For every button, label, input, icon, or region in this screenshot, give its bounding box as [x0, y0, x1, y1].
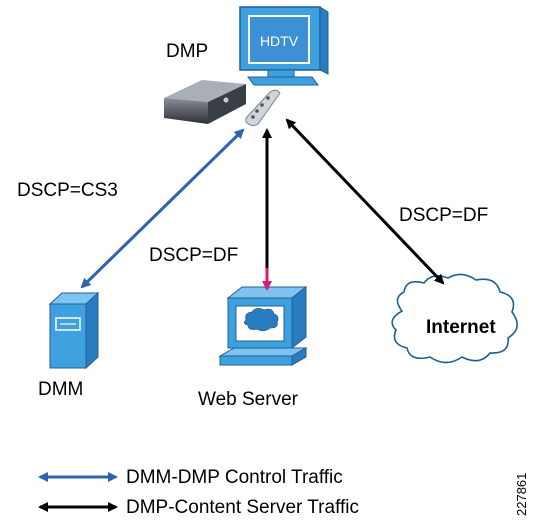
hdtv-label: HDTV — [260, 33, 299, 49]
dscp-df-web-label: DSCP=DF — [149, 245, 239, 266]
dmp-device-icon — [164, 80, 246, 124]
dmp-label: DMP — [166, 41, 209, 62]
remote-control-icon — [245, 89, 281, 127]
web-server-label: Web Server — [198, 389, 298, 410]
dscp-cs3-label: DSCP=CS3 — [17, 180, 118, 201]
figure-id: 227861 — [514, 472, 529, 516]
legend-content-label: DMP-Content Server Traffic — [126, 497, 360, 518]
dmm-dmp-control-arrow — [80, 128, 245, 289]
dmm-server-icon — [48, 291, 100, 370]
internet-dmp-content-arrow — [285, 118, 445, 285]
dmm-label: DMM — [38, 379, 84, 400]
legend-control-label: DMM-DMP Control Traffic — [126, 467, 343, 488]
internet-label: Internet — [426, 317, 496, 338]
hdtv-monitor-icon — [239, 6, 329, 86]
web-server-icon — [218, 285, 308, 366]
dscp-df-internet-label: DSCP=DF — [399, 205, 489, 226]
